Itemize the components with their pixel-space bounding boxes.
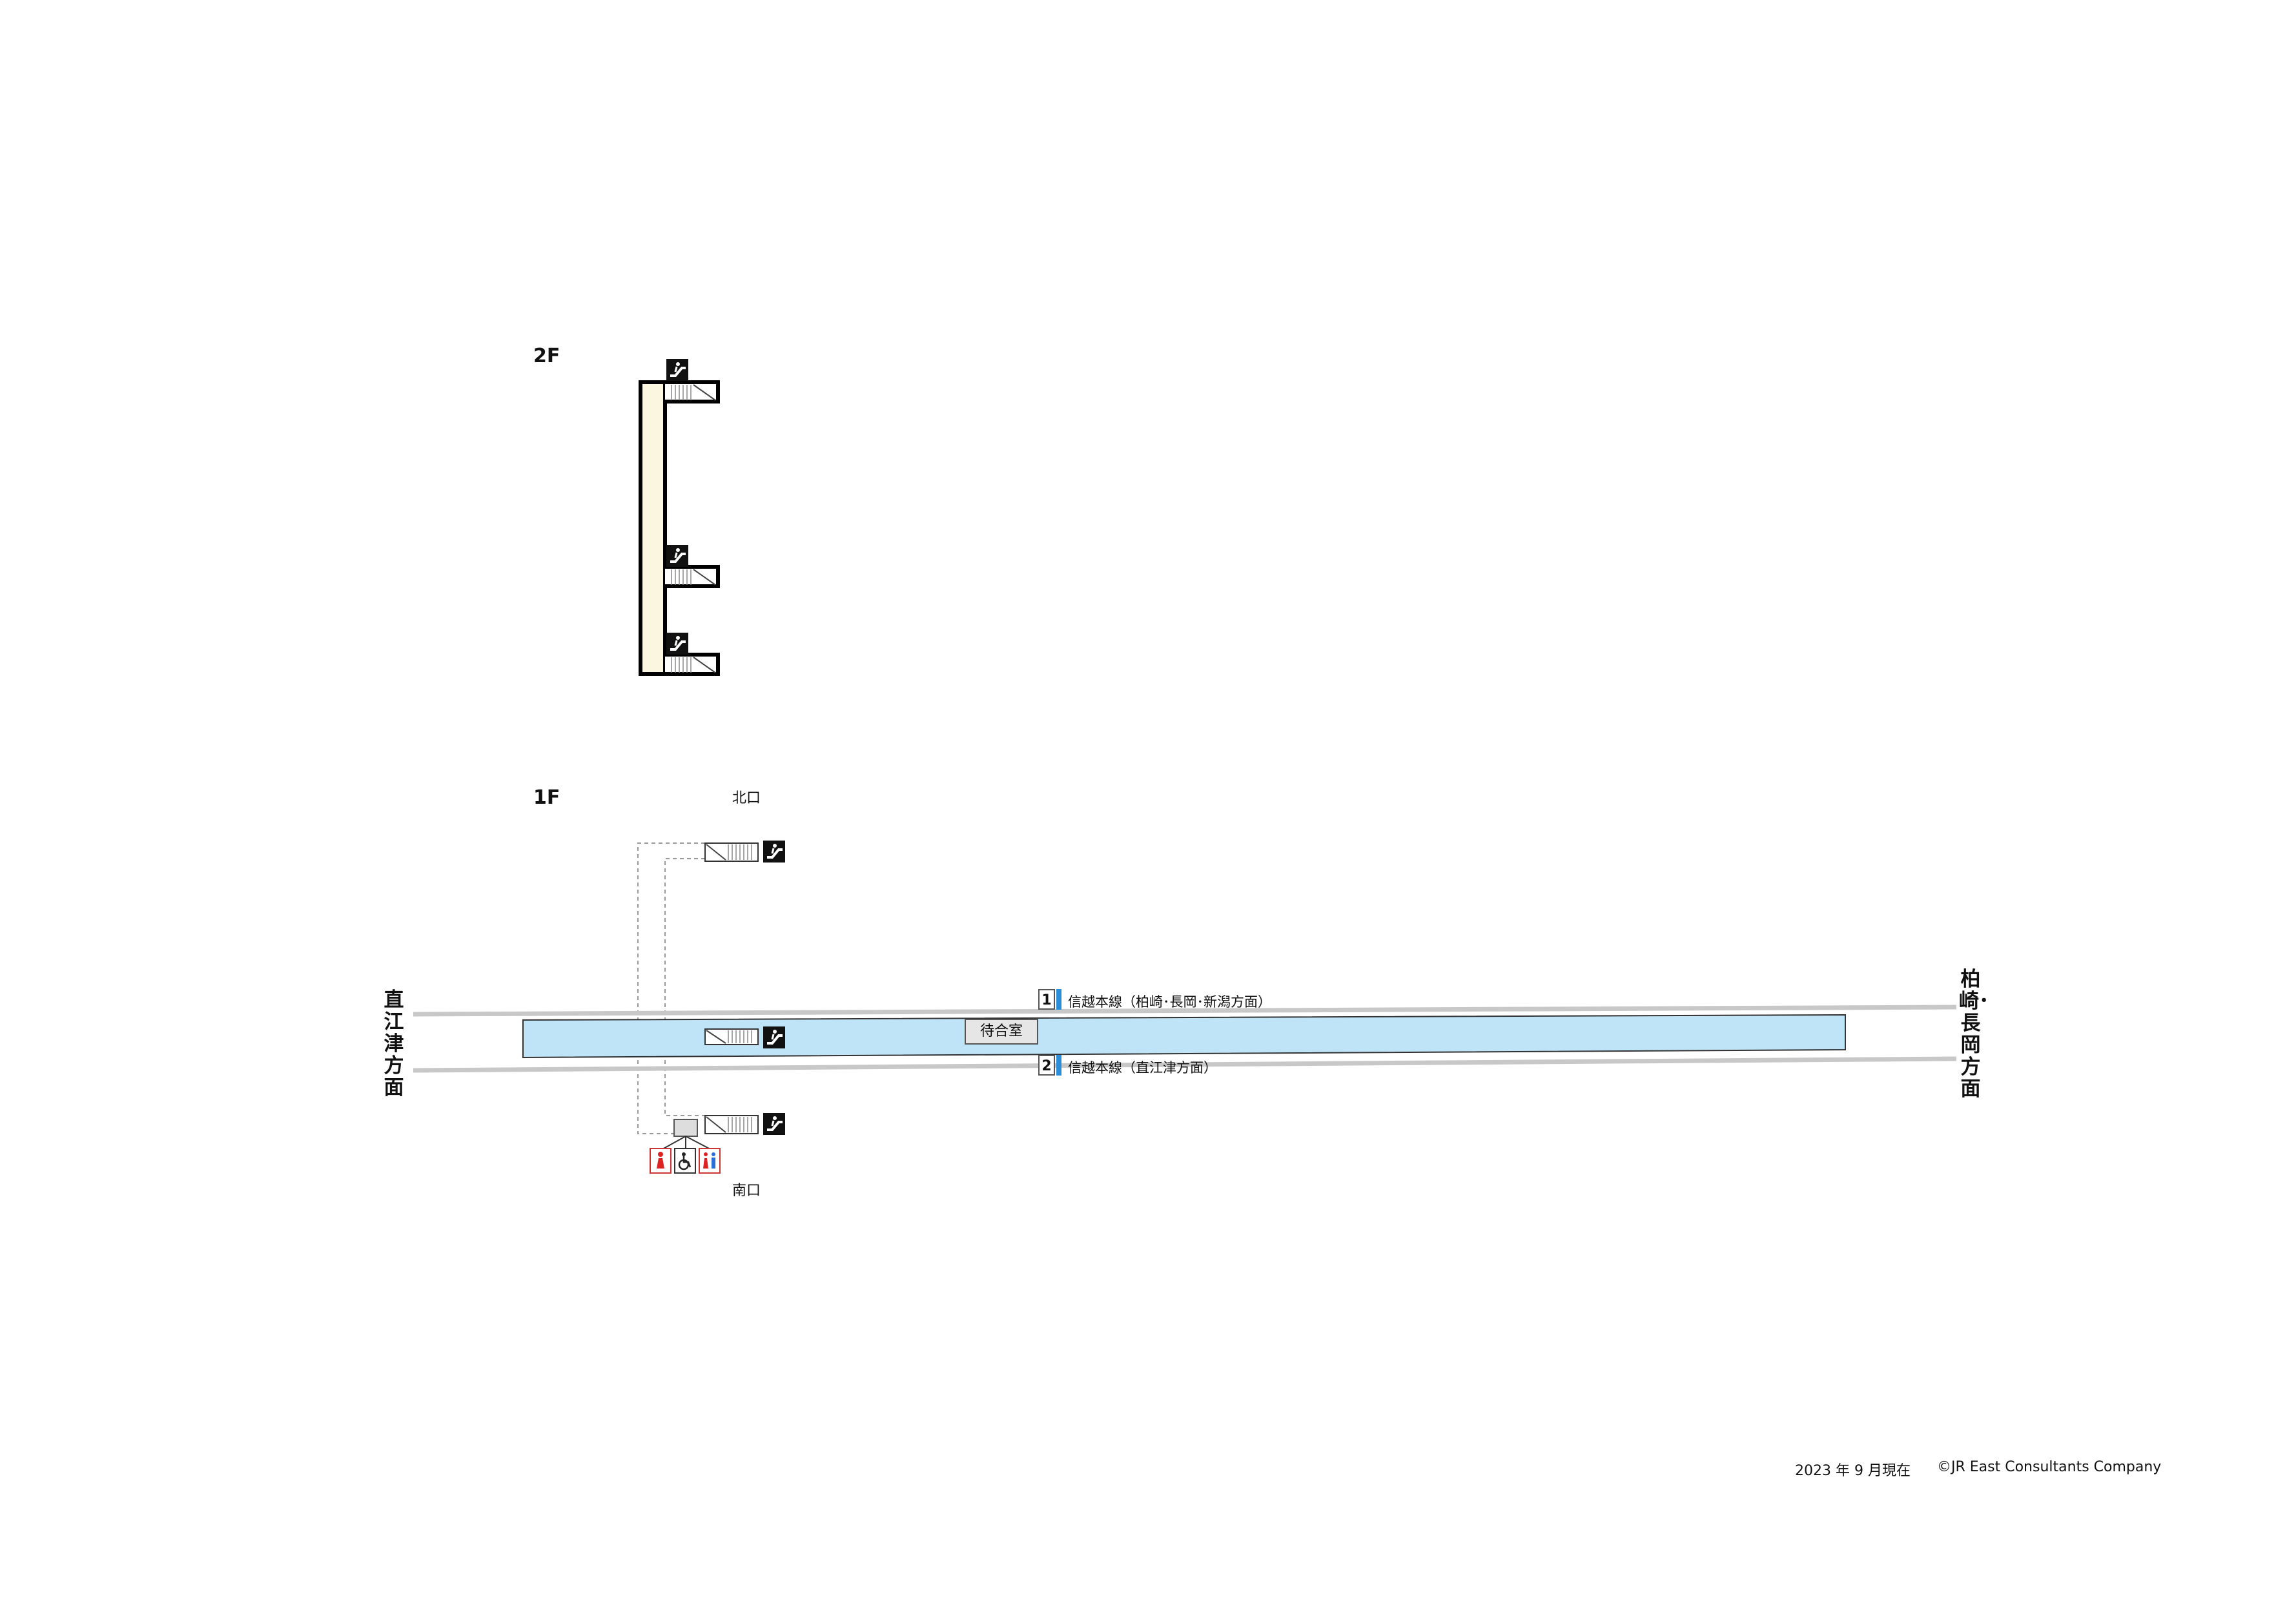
track-2-label: 信越本線（直江津方面）: [1068, 1060, 1217, 1076]
track-2-line: [413, 1056, 1957, 1073]
connecting-passage: [637, 842, 705, 1134]
direction-right-label: 柏崎･長岡方面: [1959, 968, 1989, 1101]
exit-north-label: 北口: [732, 790, 761, 806]
track-1-line: [413, 1005, 1957, 1017]
tracks: [413, 1005, 1957, 1073]
footer-date: 2023 年 9 月現在: [1795, 1463, 1911, 1479]
track-2-accent: [1056, 1055, 1061, 1076]
upper-floor-concourse: [639, 380, 720, 676]
mens-toilet-icon: [699, 1148, 721, 1174]
escalator-icon: [763, 1113, 785, 1135]
waiting-room: 待合室: [965, 1019, 1038, 1045]
toilet-block: [673, 1119, 698, 1137]
direction-left-label: 直江津方面: [384, 988, 404, 1099]
stair-landing-platform: [665, 565, 720, 588]
accessible-toilet-icon: [674, 1148, 696, 1174]
stair-platform: [704, 1028, 759, 1045]
stair-landing-south: [665, 653, 720, 676]
escalator-icon: [666, 633, 688, 655]
escalator-icon: [666, 545, 688, 567]
track-1-number: 1: [1038, 989, 1055, 1010]
island-platform: [522, 1014, 1846, 1059]
floor-label-2f: 2F: [533, 345, 560, 367]
floor-label-1f: 1F: [533, 786, 560, 809]
exit-south-label: 南口: [732, 1183, 761, 1199]
escalator-icon: [763, 841, 785, 863]
escalator-icon: [666, 359, 688, 381]
footer-copyright: ©JR East Consultants Company: [1937, 1459, 2162, 1475]
ground-stairs: [704, 842, 759, 1134]
track-1-label: 信越本線（柏崎･長岡･新潟方面）: [1068, 994, 1271, 1010]
concourse-corridor: [639, 380, 667, 676]
track-1-accent: [1056, 989, 1061, 1010]
track-2-number: 2: [1038, 1055, 1055, 1076]
stair-north: [704, 842, 759, 862]
womens-toilet-icon: [650, 1148, 671, 1174]
stair-south: [704, 1115, 759, 1134]
escalator-icon: [763, 1026, 785, 1048]
stair-landing-north: [665, 380, 720, 403]
